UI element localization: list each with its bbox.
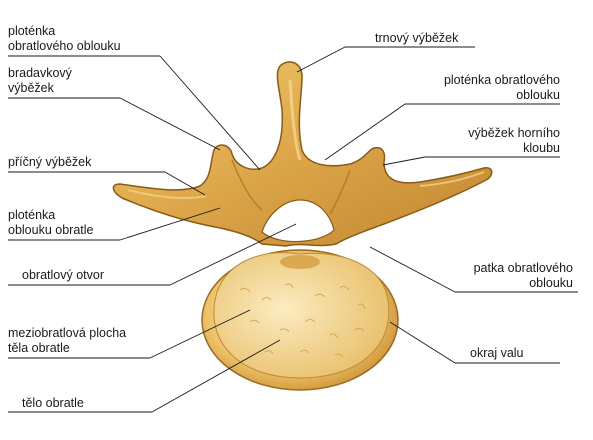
vertebral-foramen: [261, 199, 335, 243]
label-spinous-process: trnový výběžek: [375, 31, 459, 45]
label-transverse-process: příčný výběžek: [8, 155, 92, 169]
vertebral-body: [201, 249, 399, 391]
label-vertebral-foramen: obratlový otvor: [22, 268, 104, 282]
vertebral-arch: [112, 61, 493, 247]
endplate-surface: [213, 252, 390, 379]
leader-lines: [8, 46, 578, 413]
label-vertebral-body: tělo obratle: [22, 396, 84, 410]
label-rim: okraj valu: [470, 346, 524, 360]
